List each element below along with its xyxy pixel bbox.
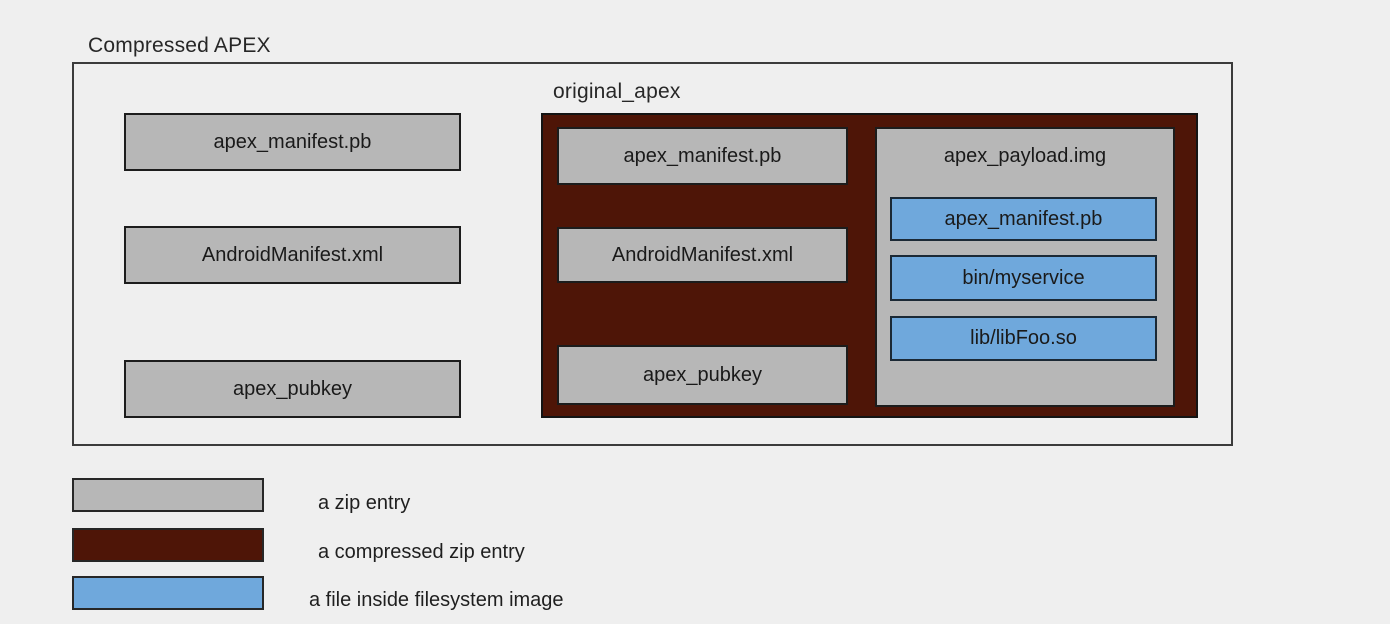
apex-payload-img-box: apex_payload.img apex_manifest.pb bin/my… bbox=[875, 127, 1175, 407]
inner-zip-entry-android-manifest-xml: AndroidManifest.xml bbox=[557, 227, 848, 283]
zip-entry-apex-pubkey: apex_pubkey bbox=[124, 360, 461, 418]
inner-zip-entry-apex-pubkey: apex_pubkey bbox=[557, 345, 848, 405]
original-apex-compressed-entry: apex_manifest.pb AndroidManifest.xml ape… bbox=[541, 113, 1198, 418]
legend-swatch-compressed-zip-entry bbox=[72, 528, 264, 562]
apex-payload-img-title: apex_payload.img bbox=[943, 145, 1107, 167]
zip-entry-apex-manifest-pb: apex_manifest.pb bbox=[124, 113, 461, 171]
zip-entry-android-manifest-xml: AndroidManifest.xml bbox=[124, 226, 461, 284]
legend-label-zip-entry: a zip entry bbox=[318, 492, 411, 514]
fs-file-bin-myservice: bin/myservice bbox=[890, 255, 1157, 301]
original-apex-label: original_apex bbox=[553, 80, 681, 103]
legend-label-filesystem-image-file: a file inside filesystem image bbox=[309, 589, 564, 611]
legend-swatch-zip-entry bbox=[72, 478, 264, 512]
legend-label-compressed-zip-entry: a compressed zip entry bbox=[318, 541, 525, 563]
compressed-apex-container: apex_manifest.pb AndroidManifest.xml ape… bbox=[72, 62, 1233, 446]
fs-file-lib-libfoo-so: lib/libFoo.so bbox=[890, 316, 1157, 361]
fs-file-apex-manifest-pb: apex_manifest.pb bbox=[890, 197, 1157, 241]
compressed-apex-title: Compressed APEX bbox=[88, 34, 271, 57]
legend-swatch-filesystem-image-file bbox=[72, 576, 264, 610]
inner-zip-entry-apex-manifest-pb: apex_manifest.pb bbox=[557, 127, 848, 185]
